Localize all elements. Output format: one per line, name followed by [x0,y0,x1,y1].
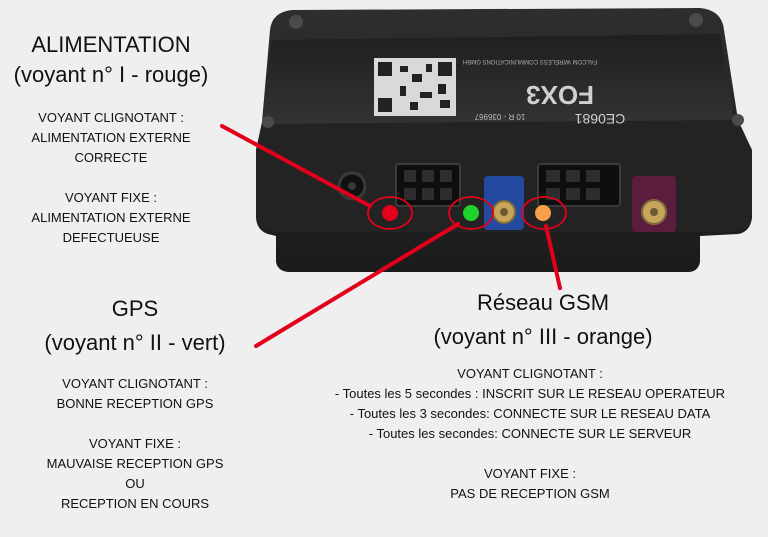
gsm-subtitle: (voyant n° III - orange) [433,324,653,349]
gps-blink-head: VOYANT CLIGNOTANT : [62,376,208,391]
screw-icon [289,15,303,29]
screw-icon [732,114,744,126]
gps-fixed-line: RECEPTION EN COURS [60,496,210,511]
gps-fixed-or: OU [125,476,145,491]
gsm-fixed-head: VOYANT FIXE : [484,466,576,481]
alimentation-fixed-line: ALIMENTATION EXTERNE [31,210,191,225]
gps-description: VOYANT CLIGNOTANT : BONNE RECEPTION GPS … [30,374,240,514]
led-green-indicator [448,196,494,230]
gps-title: GPS [111,296,159,321]
gps-fixed-line: MAUVAISE RECEPTION GPS [46,456,224,471]
gsm-blink-line: - Toutes les secondes: CONNECTE SUR LE S… [368,426,692,441]
led-orange-indicator [521,196,567,230]
alimentation-fixed-head: VOYANT FIXE : [65,190,157,205]
led-red-indicator [367,196,413,230]
gsm-title: Réseau GSM [476,290,610,315]
alimentation-fixed-line: DEFECTUEUSE [62,230,160,245]
screw-icon [689,13,703,27]
alimentation-blink-line: ALIMENTATION EXTERNE [31,130,191,145]
alimentation-blink-head: VOYANT CLIGNOTANT : [38,110,184,125]
gsm-description: VOYANT CLIGNOTANT : - Toutes les 5 secon… [300,364,760,504]
gsm-blink-line: - Toutes les 3 secondes: CONNECTE SUR LE… [349,406,711,421]
alimentation-title: ALIMENTATION [31,32,191,57]
gps-fixed-head: VOYANT FIXE : [89,436,181,451]
device-cert: CE0681 [574,111,625,127]
device-label-line: 10 R - 036967 [474,112,525,121]
screw-icon [262,116,274,128]
alimentation-blink-line: CORRECTE [74,150,148,165]
device-body: FOX3 CE0681 FALCOM WIRELESS COMMUNICATIO… [256,8,752,272]
pointer-alimentation [220,124,372,208]
alimentation-subtitle: (voyant n° I - rouge) [13,62,209,87]
gps-subtitle: (voyant n° II - vert) [44,330,226,355]
alimentation-description: VOYANT CLIGNOTANT : ALIMENTATION EXTERNE… [0,108,222,248]
gsm-fixed-line: PAS DE RECEPTION GSM [450,486,610,501]
device-brand: FOX3 [526,80,594,110]
gsm-blink-head: VOYANT CLIGNOTANT : [457,366,603,381]
pointer-gps [254,222,460,348]
gsm-blink-line: - Toutes les 5 secondes : INSCRIT SUR LE… [334,386,726,401]
pointer-gsm [544,224,562,290]
gps-blink-line: BONNE RECEPTION GPS [56,396,214,411]
device-label-line: FALCOM WIRELESS COMMUNICATIONS GMBH [463,58,597,64]
